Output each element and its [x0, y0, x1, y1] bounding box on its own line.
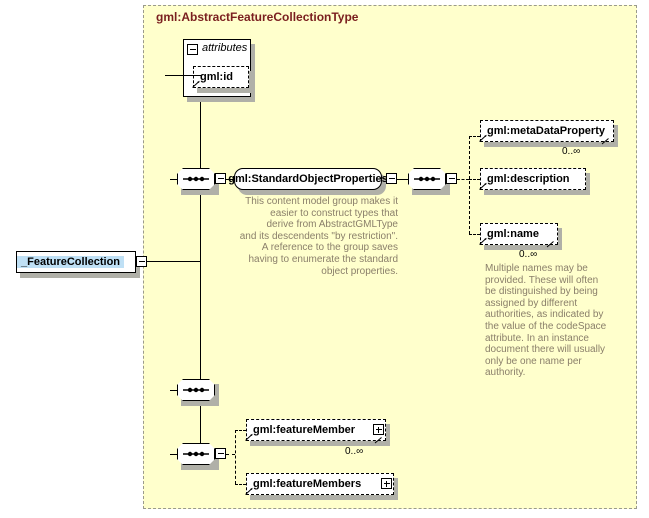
connector-trunk-to-sequence-empty	[170, 390, 178, 391]
connector-group-to-sequence-props	[397, 179, 408, 180]
attribute-gmlid[interactable]: gml:id	[193, 66, 249, 88]
connector-trunk-to-sequence-members	[170, 454, 178, 455]
reference-arrow-icon	[479, 237, 487, 245]
connector-trunk-upper	[200, 75, 201, 343]
cardinality-name: 0..∞	[519, 249, 538, 260]
sequence-properties-icon[interactable]	[408, 168, 446, 190]
element-featuremembers-expand-toggle[interactable]	[381, 478, 392, 489]
element-gml-metadataproperty[interactable]: gml:metaDataProperty	[480, 120, 614, 142]
reference-arrow-icon	[192, 80, 200, 88]
attributes-collapse-toggle[interactable]	[187, 44, 198, 55]
connector-trunk-lower	[200, 261, 201, 454]
reference-arrow-tail-icon	[601, 138, 609, 145]
connector-props-to-metadataproperty	[469, 136, 480, 137]
element-description-label: gml:description	[487, 173, 570, 185]
root-element-label: _FeatureCollection	[17, 256, 125, 268]
cardinality-metadataproperty: 0..∞	[562, 146, 581, 157]
sequence-properties-collapse-toggle[interactable]	[446, 173, 457, 184]
root-collapse-toggle[interactable]	[136, 256, 147, 267]
root-element-_featurecollection[interactable]: _FeatureCollection	[16, 251, 136, 273]
element-featuremember-expand-toggle[interactable]	[373, 424, 384, 435]
group-ref-expand-toggle[interactable]	[386, 173, 397, 184]
type-container-title: gml:AbstractFeatureCollectionType	[156, 10, 359, 24]
group-ref-label: gml:StandardObjectProperties	[228, 173, 388, 185]
connector-props-to-name	[469, 234, 480, 235]
reference-arrow-icon	[479, 182, 487, 190]
connector-members-stub	[226, 454, 235, 455]
connector-members-spine	[235, 430, 236, 484]
element-gml-featuremember[interactable]: gml:featureMember	[246, 419, 386, 441]
element-gml-description[interactable]: gml:description	[480, 168, 586, 190]
attributes-group-title: attributes	[202, 42, 248, 54]
sequence-members-collapse-toggle[interactable]	[215, 448, 226, 459]
element-name-annotation: Multiple names may be provided. These wi…	[485, 263, 607, 379]
connector-trunk-to-attributes	[165, 75, 201, 76]
connector-members-to-featuremember	[235, 430, 246, 431]
reference-arrow-icon	[479, 134, 487, 142]
group-ref-standardobjectproperties[interactable]: gml:StandardObjectProperties	[228, 168, 388, 190]
connector-props-to-description	[469, 179, 480, 180]
sequence-members-icon[interactable]	[177, 443, 215, 465]
connector-members-to-featuremembers	[235, 484, 246, 485]
connector-sequence-top-to-group	[226, 179, 234, 180]
reference-arrow-icon	[245, 487, 253, 495]
sequence-empty-icon[interactable]	[177, 379, 215, 401]
element-name-label: gml:name	[487, 228, 539, 240]
group-ref-annotation: This content model group makes it easier…	[239, 196, 398, 277]
element-featuremember-label: gml:featureMember	[253, 424, 356, 436]
element-gml-featuremembers[interactable]: gml:featureMembers	[246, 473, 394, 495]
connector-trunk-to-sequence-top	[170, 179, 178, 180]
element-featuremembers-label: gml:featureMembers	[253, 478, 362, 490]
connector-attr-stub	[165, 75, 166, 76]
connector-props-stub	[457, 179, 469, 180]
element-gml-name[interactable]: gml:name	[480, 223, 558, 245]
reference-arrow-icon	[245, 433, 253, 441]
reference-arrow-tail-icon	[546, 241, 554, 248]
connector-props-spine	[469, 136, 470, 234]
sequence-top-collapse-toggle[interactable]	[215, 173, 226, 184]
element-metadataproperty-label: gml:metaDataProperty	[487, 125, 605, 137]
attribute-gmlid-label: gml:id	[200, 71, 233, 83]
reference-arrow-tail-icon	[374, 437, 382, 444]
sequence-top-icon[interactable]	[177, 168, 215, 190]
connector-root-to-trunk	[147, 261, 200, 262]
cardinality-featuremember: 0..∞	[345, 446, 364, 457]
